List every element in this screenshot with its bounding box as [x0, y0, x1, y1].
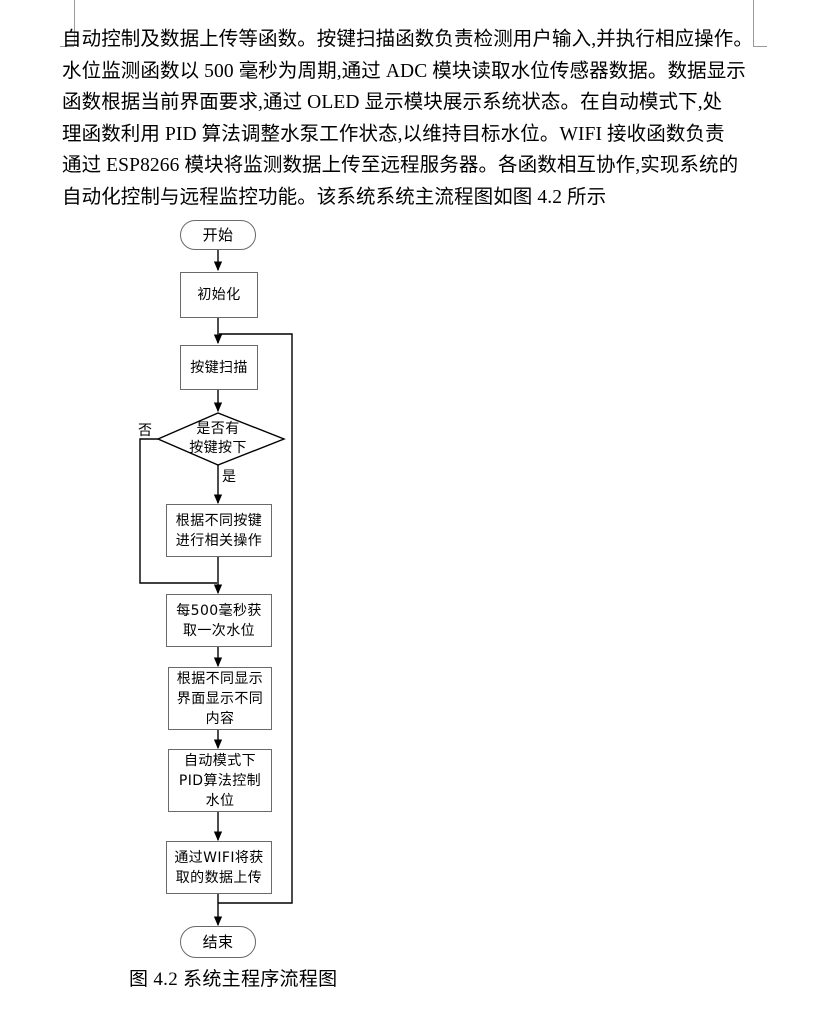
paragraph-line: 自动控制及数据上传等函数。按键扫描函数负责检测用户输入,并执行相应操作。 — [62, 29, 753, 50]
crop-mark-top-right-vertical — [753, 0, 754, 46]
flow-node-init[interactable]: 初始化 — [180, 272, 258, 318]
flow-node-display-content[interactable]: 根据不同显示 界面显示不同 内容 — [168, 667, 272, 730]
crop-mark-top-left — [60, 0, 74, 47]
branch-label-no: 否 — [138, 423, 152, 439]
body-paragraph: 自动控制及数据上传等函数。按键扫描函数负责检测用户输入,并执行相应操作。 水位监… — [62, 24, 762, 213]
figure-caption: 图 4.2 系统主程序流程图 — [129, 969, 338, 990]
flow-node-start[interactable]: 开始 — [180, 220, 256, 250]
flow-node-init-label: 初始化 — [197, 287, 241, 303]
flow-node-end-label: 结束 — [202, 933, 234, 951]
flow-node-wifi-upload[interactable]: 通过WIFI将获 取的数据上传 — [166, 841, 272, 894]
flow-node-key-scan-label: 按键扫描 — [190, 359, 248, 376]
flow-node-start-label: 开始 — [202, 226, 234, 244]
flow-node-key-operation[interactable]: 根据不同按键 进行相关操作 — [166, 504, 272, 557]
flow-node-key-pressed-decision[interactable]: 是否有 按键按下 — [168, 414, 268, 464]
crop-mark-top-left-vertical — [74, 0, 75, 46]
flow-node-pid-control-label: 自动模式下 PID算法控制 水位 — [178, 752, 262, 809]
flow-node-key-scan[interactable]: 按键扫描 — [180, 345, 258, 390]
flow-node-water-level-sample-label: 每500毫秒获 取一次水位 — [176, 602, 262, 639]
flow-node-decision-label: 是否有 按键按下 — [189, 421, 247, 456]
flow-node-end[interactable]: 结束 — [180, 926, 256, 958]
flow-node-display-content-label: 根据不同显示 界面显示不同 内容 — [176, 670, 264, 727]
flow-node-pid-control[interactable]: 自动模式下 PID算法控制 水位 — [168, 749, 272, 812]
branch-label-yes: 是 — [222, 469, 236, 485]
flow-node-key-operation-label: 根据不同按键 进行相关操作 — [175, 512, 263, 549]
flow-node-water-level-sample[interactable]: 每500毫秒获 取一次水位 — [166, 594, 272, 647]
paragraph-line: 水位监测函数以 500 毫秒为周期,通过 ADC 模块读取水位传感器数据。数据显… — [62, 60, 746, 82]
paragraph-line: 通过 ESP8266 模块将监测数据上传至远程服务器。各函数相互协作,实现系统的 — [62, 155, 739, 176]
flow-node-wifi-upload-label: 通过WIFI将获 取的数据上传 — [174, 849, 264, 886]
paragraph-line: 函数根据当前界面要求,通过 OLED 显示模块展示系统状态。在自动模式下,处 — [62, 92, 723, 113]
paragraph-line: 理函数利用 PID 算法调整水泵工作状态,以维持目标水位。WIFI 接收函数负责 — [62, 123, 725, 145]
paragraph-line: 自动化控制与远程监控功能。该系统系统主流程图如图 4.2 所示 — [62, 186, 607, 208]
crop-mark-top-right — [753, 0, 767, 47]
